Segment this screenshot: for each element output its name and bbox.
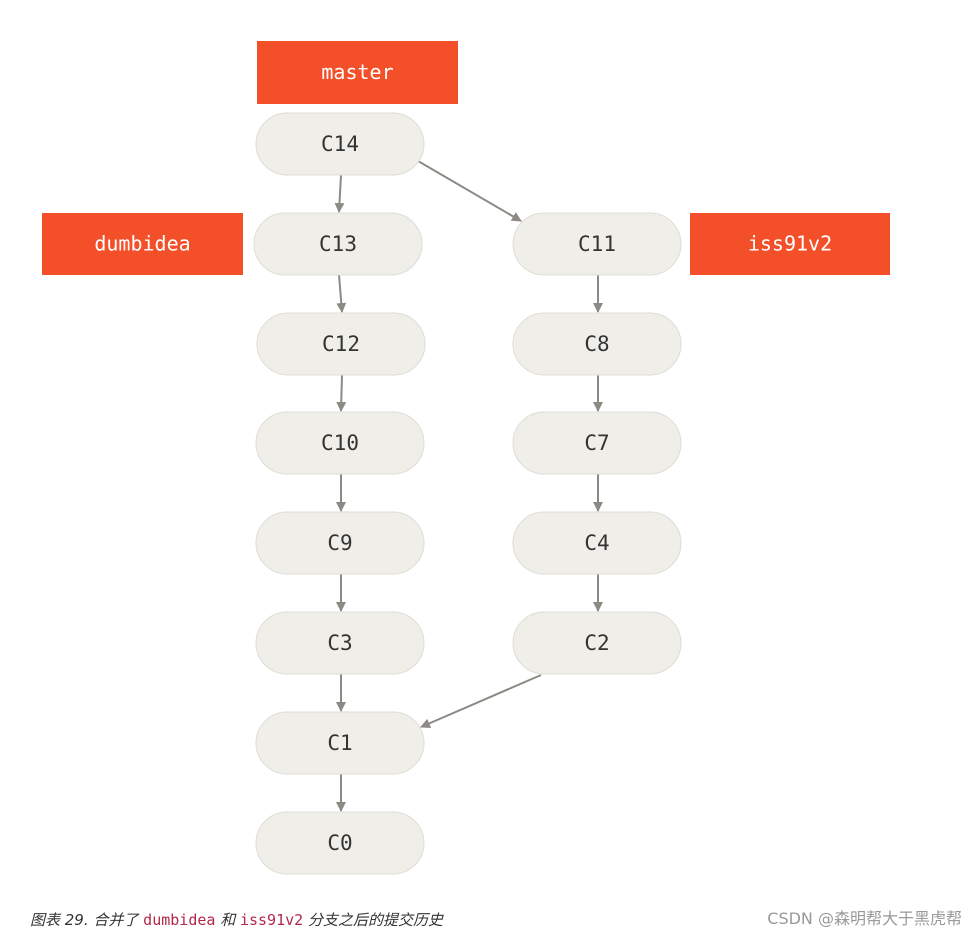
commit-label: C11 [578,232,616,256]
commit-label: C2 [584,631,609,655]
edge-c12-to-c10 [336,374,347,412]
branch-box [257,41,458,104]
watermark: CSDN @森明帮大于黑虎帮 [767,909,962,928]
commit-box [253,212,423,276]
commit-box [512,312,682,376]
commit-c9: C9 [255,511,425,575]
branch-box [42,213,243,275]
caption-suffix: 分支之后的提交历史 [303,911,443,929]
commit-box [512,511,682,575]
commit-c7: C7 [512,411,682,475]
commit-box [255,511,425,575]
caption-code-iss91v2: iss91v2 [239,911,304,929]
commit-c11: C11 [512,212,682,276]
commit-box [512,411,682,475]
edge-c13-to-c12 [336,274,347,313]
edge-c2-to-c1 [420,674,542,729]
commit-label: C13 [319,232,357,256]
commit-c12: C12 [256,312,426,376]
commit-box [255,411,425,475]
commit-box [512,611,682,675]
commit-c2: C2 [512,611,682,675]
commit-box [256,312,426,376]
commit-c8: C8 [512,312,682,376]
commit-label: C4 [584,531,609,555]
commit-label: C9 [327,531,352,555]
branch-labels: master dumbidea iss91v2 [42,41,890,275]
commit-c3: C3 [255,611,425,675]
commit-label: C8 [584,332,609,356]
commit-c10: C10 [255,411,425,475]
commit-box [255,811,425,875]
commit-box [255,112,425,176]
commit-box [255,611,425,675]
edge-c14-to-c11 [417,160,522,222]
commit-label: C1 [327,731,352,755]
figure-caption: 图表 29. 合并了 dumbidea 和 iss91v2 分支之后的提交历史 [30,909,443,930]
commit-label: C10 [321,431,359,455]
commit-c14: C14 [255,112,425,176]
branch-box [690,213,890,275]
commit-label: C0 [327,831,352,855]
branch-dumbidea: dumbidea [42,213,243,275]
commit-label: C7 [584,431,609,455]
commit-c1: C1 [255,711,425,775]
caption-code-dumbidea: dumbidea [143,911,216,929]
commit-c0: C0 [255,811,425,875]
caption-middle: 和 [215,911,240,929]
commit-box [512,212,682,276]
commit-c13: C13 [253,212,423,276]
branch-label: master [321,60,393,84]
commit-box [255,711,425,775]
commit-edges [334,160,603,812]
branch-iss91v2: iss91v2 [690,213,890,275]
commit-label: C3 [327,631,352,655]
branch-label: iss91v2 [748,232,832,256]
branch-label: dumbidea [94,232,190,256]
caption-prefix: 图表 29. 合并了 [30,911,144,929]
commit-label: C12 [322,332,360,356]
edge-c14-to-c13 [334,174,345,213]
branch-master: master [257,41,458,104]
commit-label: C14 [321,132,359,156]
commit-c4: C4 [512,511,682,575]
